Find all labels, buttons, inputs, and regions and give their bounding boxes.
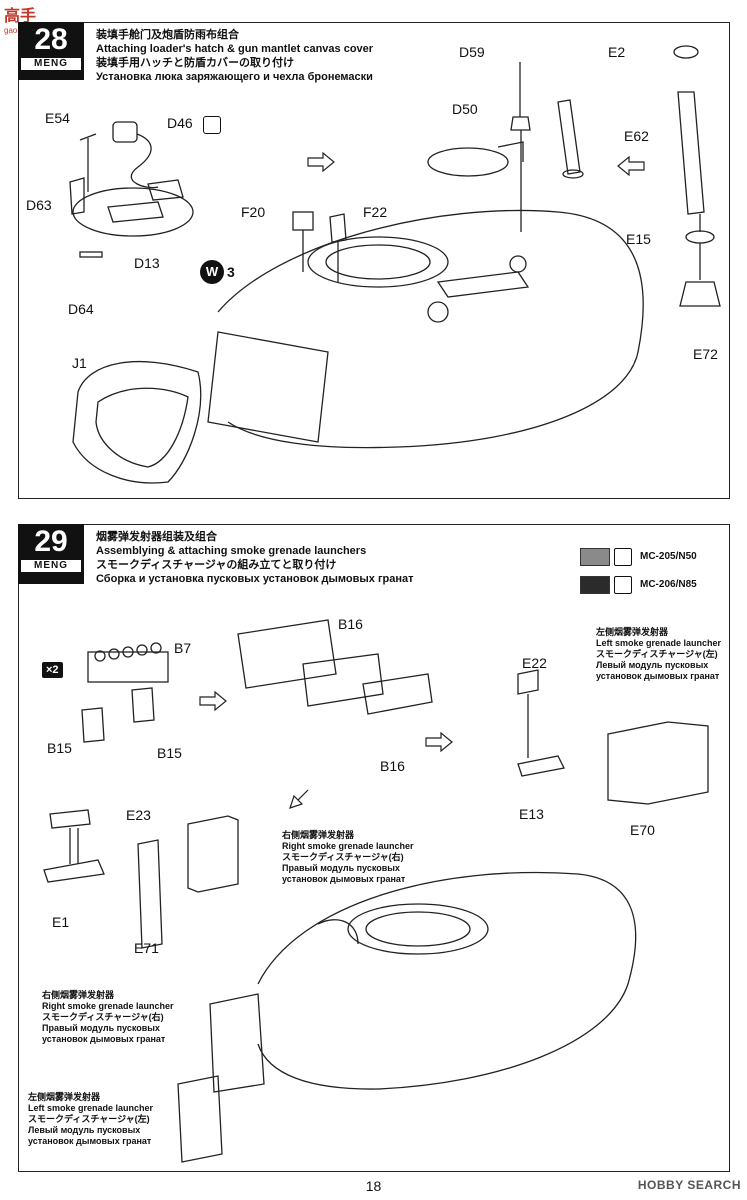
note-ru1: Левый модуль пусковых [596, 660, 709, 670]
part-label-d63: D63 [26, 197, 52, 213]
step-29-illustration [43, 619, 709, 1163]
quantity-multiplier: ×2 [42, 662, 63, 678]
step-28-illustration [69, 45, 721, 484]
note-en: Right smoke grenade launcher [282, 841, 414, 851]
paint-code-1: MC-205/N50 [640, 551, 697, 562]
part-label-e1: E1 [52, 914, 70, 930]
note-jp: スモークディスチャージャ(右) [42, 1012, 164, 1022]
part-label-d13: D13 [134, 255, 160, 271]
note-cn: 右侧烟雾弹发射器 [42, 990, 115, 1000]
note-ru2: установок дымовых гранат [282, 874, 406, 884]
wheel-badge-number: 3 [227, 264, 235, 280]
step-29-title-cn: 烟雾弹发射器组装及组合 [96, 531, 217, 543]
wheel-badge: W [200, 260, 224, 284]
part-label-e13: E13 [519, 806, 544, 822]
note-right-launcher-low: 右侧烟雾弹发射器 Right smoke grenade launcher スモ… [42, 990, 174, 1045]
part-label-f22: F22 [363, 204, 388, 220]
paint-swatch-grey [580, 548, 610, 566]
site-watermark-main: 高手 [4, 8, 37, 25]
step-29-brand: MENG [21, 560, 81, 572]
note-jp: スモークディスチャージャ(左) [596, 649, 718, 659]
note-ru1: Правый модуль пусковых [282, 863, 400, 873]
note-ru2: установок дымовых гранат [42, 1034, 166, 1044]
part-label-b7: B7 [174, 640, 192, 656]
note-right-launcher-mid: 右侧烟雾弹发射器 Right smoke grenade launcher スモ… [282, 830, 414, 885]
note-cn: 左侧烟雾弹发射器 [28, 1092, 101, 1102]
part-label-e72: E72 [693, 346, 718, 362]
note-jp: スモークディスチャージャ(右) [282, 852, 404, 862]
step-29-title-en: Assemblying & attaching smoke grenade la… [96, 545, 367, 557]
hobby-search-watermark: HOBBY SEARCH [637, 1178, 741, 1192]
part-label-b15-right: B15 [157, 745, 182, 761]
note-left-launcher-low: 左侧烟雾弹发射器 Left smoke grenade launcher スモー… [28, 1092, 153, 1147]
step-28-panel [18, 22, 730, 499]
page-number: 18 [365, 1178, 382, 1194]
part-label-d64: D64 [68, 301, 94, 317]
part-label-f20: F20 [241, 204, 266, 220]
part-label-e70: E70 [630, 822, 655, 838]
paint-code-2: MC-206/N85 [640, 579, 697, 590]
note-en: Left smoke grenade launcher [596, 638, 722, 648]
paintbrush-icon [614, 576, 632, 594]
part-label-b16-bottom: B16 [380, 758, 405, 774]
no-glue-icon [203, 116, 221, 134]
part-label-e62: E62 [624, 128, 649, 144]
step-28-title: 装填手舱门及炮盾防雨布组合 Attaching loader's hatch &… [96, 28, 373, 84]
note-en: Right smoke grenade launcher [42, 1001, 174, 1011]
step-29-number: 29 [34, 525, 68, 558]
note-cn: 左侧烟雾弹发射器 [596, 627, 669, 637]
step-28-title-en: Attaching loader's hatch & gun mantlet c… [96, 43, 374, 55]
step-28-badge: 28 MENG [18, 22, 84, 80]
part-label-b15-left: B15 [47, 740, 72, 756]
step-28-number: 28 [34, 23, 68, 56]
step-28-brand: MENG [21, 58, 81, 70]
note-left-launcher-top: 左侧烟雾弹发射器 Left smoke grenade launcher スモー… [596, 627, 721, 682]
note-ru2: установок дымовых гранат [596, 671, 720, 681]
step-28-title-jp: 装填手用ハッチと防盾カバーの取り付け [96, 57, 294, 69]
part-label-j1: J1 [72, 355, 87, 371]
note-ru1: Левый модуль пусковых [28, 1125, 141, 1135]
part-label-e23: E23 [126, 807, 151, 823]
step-29-title: 烟雾弹发射器组装及组合 Assemblying & attaching smok… [96, 530, 414, 586]
part-label-e15: E15 [626, 231, 651, 247]
note-ru2: установок дымовых гранат [28, 1136, 152, 1146]
step-29-title-jp: スモークディスチャージャの組み立てと取り付け [96, 559, 337, 571]
part-label-e22: E22 [522, 655, 547, 671]
note-ru1: Правый модуль пусковых [42, 1023, 160, 1033]
part-label-b16-top: B16 [338, 616, 363, 632]
step-28-title-ru: Установка люка заряжающего и чехла броне… [96, 71, 373, 83]
part-label-d59: D59 [459, 44, 485, 60]
part-label-e54: E54 [45, 110, 70, 126]
part-label-e2: E2 [608, 44, 626, 60]
note-en: Left smoke grenade launcher [28, 1103, 154, 1113]
step-28-title-cn: 装填手舱门及炮盾防雨布组合 [96, 29, 239, 41]
paint-swatch-black [580, 576, 610, 594]
note-cn: 右侧烟雾弹发射器 [282, 830, 355, 840]
step-29-title-ru: Сборка и установка пусковых установок ды… [96, 573, 414, 585]
part-label-d46: D46 [167, 115, 193, 131]
step-29-panel [18, 524, 730, 1172]
part-label-e71: E71 [134, 940, 159, 956]
note-jp: スモークディスチャージャ(左) [28, 1114, 150, 1124]
step-29-badge: 29 MENG [18, 524, 84, 584]
paintbrush-icon [614, 548, 632, 566]
part-label-d50: D50 [452, 101, 478, 117]
